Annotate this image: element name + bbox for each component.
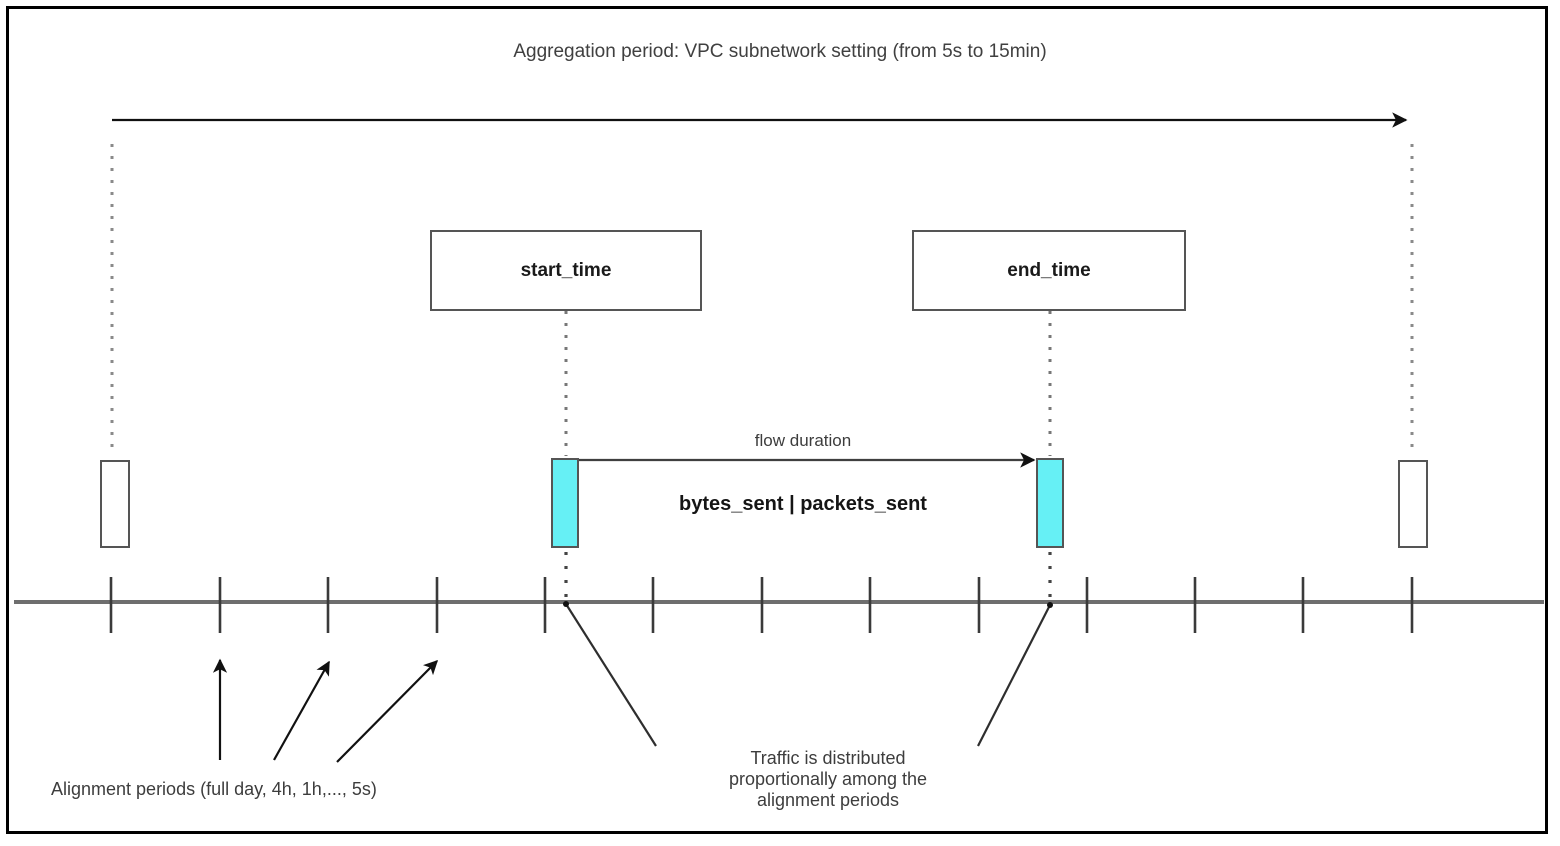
start-time-label: start_time [520, 259, 612, 281]
start-time-box[interactable]: start_time [430, 230, 702, 311]
traffic-note: Traffic is distributed proportionally am… [688, 748, 968, 811]
page-title: Aggregation period: VPC subnetwork setti… [513, 41, 1047, 62]
diagram-frame [6, 6, 1548, 834]
end-time-box[interactable]: end_time [912, 230, 1186, 311]
traffic-note-line-2: proportionally among the [728, 769, 928, 789]
traffic-note-line-1: Traffic is distributed [750, 748, 906, 768]
alignment-periods-label: Alignment periods (full day, 4h, 1h,...,… [51, 779, 377, 799]
end-time-label: end_time [1007, 259, 1091, 281]
start-time-flow-bar [551, 458, 579, 548]
aggregation-end-marker [1398, 460, 1428, 548]
end-time-flow-bar [1036, 458, 1064, 548]
flow-metrics-label: bytes_sent | packets_sent [679, 493, 927, 515]
aggregation-start-marker [100, 460, 130, 548]
traffic-note-line-3: alignment periods [756, 790, 900, 810]
flow-duration-label: flow duration [754, 431, 852, 450]
